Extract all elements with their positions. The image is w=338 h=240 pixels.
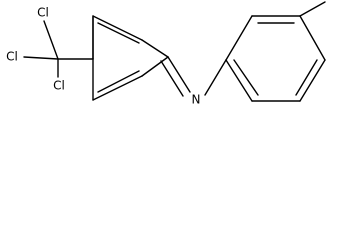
ring-double-bond-top-right-inner (97, 22, 140, 44)
aryl-bond-3 (299, 15, 326, 61)
chlorine-label-bottom: Cl (53, 79, 65, 93)
cl-bond-left (23, 56, 59, 60)
cyclohexadiene-ring (92, 15, 169, 101)
imine-linkage (160, 56, 227, 97)
ring-bond-right-upper (141, 39, 169, 58)
imine-double-bond-lower (160, 60, 184, 97)
aryl-inner-double-2 (295, 59, 318, 96)
nitrogen-label: N (192, 93, 201, 107)
imine-double-bond-upper (167, 56, 191, 93)
ring-bond-top-right (92, 15, 143, 41)
aryl-bond-4 (299, 59, 326, 102)
aryl-methyl-bond (299, 1, 326, 17)
tolyl-ring (225, 1, 326, 102)
aryl-bond-1 (225, 15, 253, 61)
aryl-bond-6 (225, 59, 253, 102)
n-aryl-bond (204, 59, 227, 96)
quaternary-carbon-substituents (23, 16, 94, 78)
chlorine-label-left: Cl (6, 50, 18, 64)
cl-bond-top (43, 20, 59, 60)
aryl-inner-double-3 (233, 59, 259, 96)
ring-double-bond-bottom-right-inner (97, 70, 140, 93)
chemical-structure: Cl Cl Cl N (6, 1, 326, 107)
ring-bond-right-lower (141, 56, 169, 77)
ring-bond-bottom-right (92, 75, 143, 101)
chlorine-label-top: Cl (37, 6, 49, 20)
